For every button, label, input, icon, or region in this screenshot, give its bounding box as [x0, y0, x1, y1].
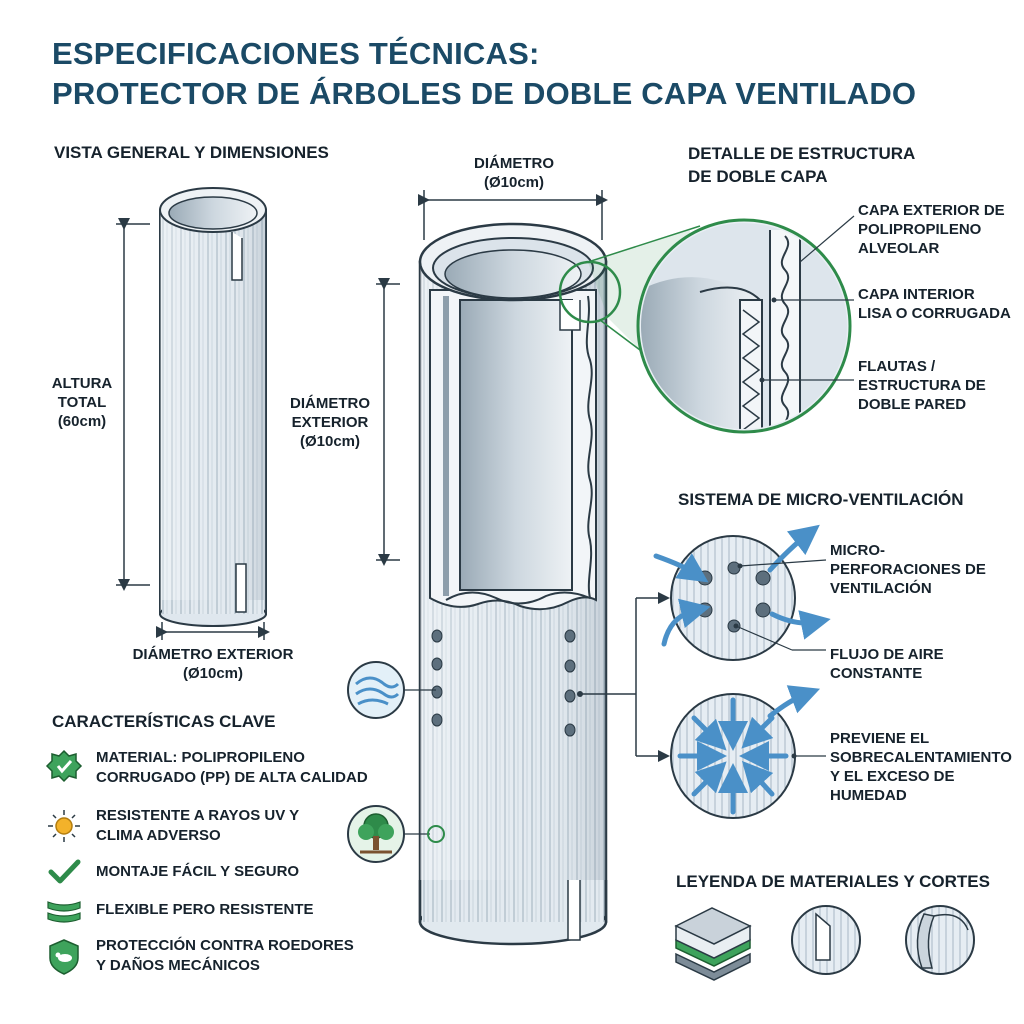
ventilation-label-prevents: PREVIENE EL SOBRECALENTAMIENTO Y EL EXCE…: [830, 729, 1012, 805]
overview-diameter-label: DIÁMETRO EXTERIOR (Ø10cm): [110, 645, 316, 683]
legend-cross-section-icon: [905, 905, 975, 975]
title-line-2: PROTECTOR DE ÁRBOLES DE DOBLE CAPA VENTI…: [52, 76, 917, 111]
quality-badge-icon: [45, 749, 83, 783]
diameter-label-line: (Ø10cm): [182, 665, 244, 682]
shield-rodent-icon: [49, 939, 79, 975]
side-diameter-line: (Ø10cm): [299, 433, 361, 450]
diameter-label-line: DIÁMETRO EXTERIOR: [132, 646, 294, 663]
main-side-diameter-label: DIÁMETRO EXTERIOR (Ø10cm): [280, 394, 380, 451]
main-top-diameter-dimension: [418, 190, 608, 240]
perforations-line: MICRO-: [830, 542, 885, 559]
checkmark-icon: [48, 859, 81, 884]
sun-icon: [48, 810, 80, 842]
legend-heading: LEYENDA DE MATERIALES Y CORTES: [676, 872, 990, 891]
main-side-dimension: [376, 278, 400, 566]
side-diameter-line: EXTERIOR: [291, 414, 369, 431]
outer-layer-line: ALVEOLAR: [858, 240, 940, 257]
inner-layer-line: LISA O CORRUGADA: [858, 305, 1011, 322]
feature-line: PROTECCIÓN CONTRA ROEDORES: [96, 937, 354, 954]
ventilation-callout-icon: [347, 661, 436, 719]
airflow-line: CONSTANTE: [830, 665, 923, 682]
outer-layer-line: CAPA EXTERIOR DE: [858, 202, 1005, 219]
feature-uv: RESISTENTE A RAYOS UV Y CLIMA ADVERSO: [96, 806, 299, 846]
feature-line: CORRUGADO (PP) DE ALTA CALIDAD: [96, 769, 368, 786]
feature-line: MATERIAL: POLIPROPILENO: [96, 749, 305, 766]
overview-height-dimension: [116, 218, 150, 591]
legend-layers-icon: [674, 907, 752, 981]
overview-diameter-dimension: [156, 622, 270, 640]
detail-heading-line: DETALLE DE ESTRUCTURA: [688, 144, 916, 163]
page-title: ESPECIFICACIONES TÉCNICAS: PROTECTOR DE …: [52, 34, 916, 114]
flutes-line: DOBLE PARED: [858, 396, 967, 413]
height-label-line: TOTAL: [57, 394, 107, 411]
feature-material: MATERIAL: POLIPROPILENO CORRUGADO (PP) D…: [96, 748, 368, 788]
legend-slit-icon: [791, 905, 861, 975]
tree-callout-icon: [347, 805, 445, 863]
overview-heading: VISTA GENERAL Y DIMENSIONES: [54, 143, 329, 162]
feature-line: FLEXIBLE PERO RESISTENTE: [96, 901, 314, 918]
detail-label-outer-layer: CAPA EXTERIOR DE POLIPROPILENO ALVEOLAR: [858, 201, 1005, 258]
detail-label-flutes: FLAUTAS / ESTRUCTURA DE DOBLE PARED: [858, 357, 986, 414]
feature-line: CLIMA ADVERSO: [96, 827, 221, 844]
feature-line: RESISTENTE A RAYOS UV Y: [96, 807, 300, 824]
detail-heading-line: DE DOBLE CAPA: [688, 167, 828, 186]
prevents-line: HUMEDAD: [830, 787, 907, 804]
main-tube: [418, 222, 608, 946]
detail-label-inner-layer: CAPA INTERIOR LISA O CORRUGADA: [858, 285, 1011, 323]
prevents-line: SOBRECALENTAMIENTO: [830, 749, 1012, 766]
height-label-line: (60cm): [57, 413, 107, 430]
feature-line: MONTAJE FÁCIL Y SEGURO: [96, 863, 300, 880]
perforations-line: PERFORACIONES DE: [830, 561, 986, 578]
side-diameter-line: DIÁMETRO: [290, 395, 370, 412]
ventilation-heading: SISTEMA DE MICRO-VENTILACIÓN: [678, 490, 964, 509]
main-top-diameter-label: DIÁMETRO (Ø10cm): [454, 154, 574, 192]
detail-zoom: [558, 215, 855, 434]
ventilation-label-perforations: MICRO- PERFORACIONES DE VENTILACIÓN: [830, 541, 986, 598]
overview-height-label: ALTURA TOTAL (60cm): [44, 374, 120, 431]
flutes-line: FLAUTAS /: [858, 358, 936, 375]
outer-layer-line: POLIPROPILENO: [858, 221, 982, 238]
feature-assembly: MONTAJE FÁCIL Y SEGURO: [96, 862, 299, 882]
overview-tube: [159, 187, 267, 627]
inner-layer-line: CAPA INTERIOR: [858, 286, 975, 303]
feature-line: Y DAÑOS MECÁNICOS: [96, 957, 260, 974]
feature-flexible: FLEXIBLE PERO RESISTENTE: [96, 900, 314, 920]
perforations-line: VENTILACIÓN: [830, 580, 932, 597]
ventilation-diagram: [577, 524, 831, 819]
detail-heading: DETALLE DE ESTRUCTURA DE DOBLE CAPA: [688, 142, 915, 188]
flex-icon: [47, 901, 81, 923]
title-line-1: ESPECIFICACIONES TÉCNICAS:: [52, 36, 540, 71]
height-label-line: ALTURA: [51, 375, 113, 392]
prevents-line: PREVIENE EL: [830, 730, 930, 747]
airflow-line: FLUJO DE AIRE: [830, 646, 944, 663]
flutes-line: ESTRUCTURA DE: [858, 377, 986, 394]
feature-protection: PROTECCIÓN CONTRA ROEDORES Y DAÑOS MECÁN…: [96, 936, 354, 976]
prevents-line: Y EL EXCESO DE: [830, 768, 955, 785]
ventilation-label-airflow: FLUJO DE AIRE CONSTANTE: [830, 645, 944, 683]
top-diameter-line: DIÁMETRO: [474, 155, 554, 172]
features-heading: CARACTERÍSTICAS CLAVE: [52, 712, 276, 731]
top-diameter-line: (Ø10cm): [483, 174, 545, 191]
